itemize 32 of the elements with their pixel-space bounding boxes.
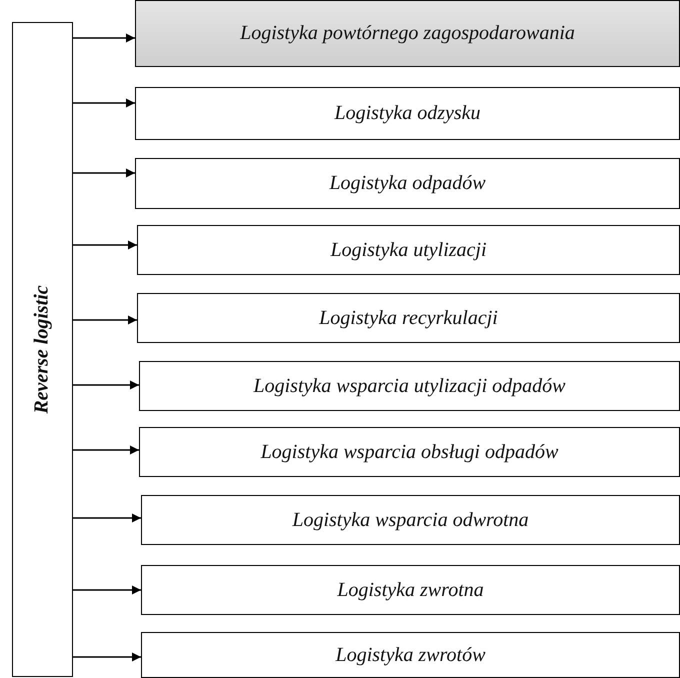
category-label: Logistyka recyrkulacji <box>319 306 498 330</box>
category-label: Logistyka utylizacji <box>330 238 487 262</box>
arrow <box>73 168 135 178</box>
category-label: Logistyka wsparcia utylizacji odpadów <box>253 374 566 398</box>
category-box <box>141 495 680 545</box>
arrow <box>73 652 141 662</box>
category-label: Logistyka odpadów <box>329 172 486 195</box>
category-box <box>135 87 680 140</box>
arrow <box>73 446 139 454</box>
category-box <box>137 293 680 343</box>
category-box <box>135 0 680 67</box>
category-box <box>135 158 680 209</box>
vertical-category-box <box>12 22 73 677</box>
category-label: Logistyka zwrotna <box>337 578 484 602</box>
arrow <box>73 34 135 42</box>
arrow <box>73 98 135 108</box>
arrow <box>73 586 141 594</box>
category-label: Logistyka zwrotów <box>336 644 486 666</box>
category-box <box>139 361 680 411</box>
arrow <box>73 380 139 390</box>
arrow <box>73 240 137 250</box>
category-label: Logistyka odzysku <box>334 102 481 125</box>
category-box <box>141 632 680 678</box>
arrow <box>73 514 141 522</box>
category-label: Logistyka wsparcia odwrotna <box>292 508 529 532</box>
arrow <box>73 316 137 324</box>
category-box <box>141 565 680 615</box>
category-title: Reverse logistic <box>31 285 54 414</box>
category-label: Logistyka powtórnego zagospodarowania <box>240 22 575 45</box>
category-box <box>139 427 680 477</box>
category-label: Logistyka wsparcia obsługi odpadów <box>260 440 558 464</box>
category-box <box>137 225 680 275</box>
